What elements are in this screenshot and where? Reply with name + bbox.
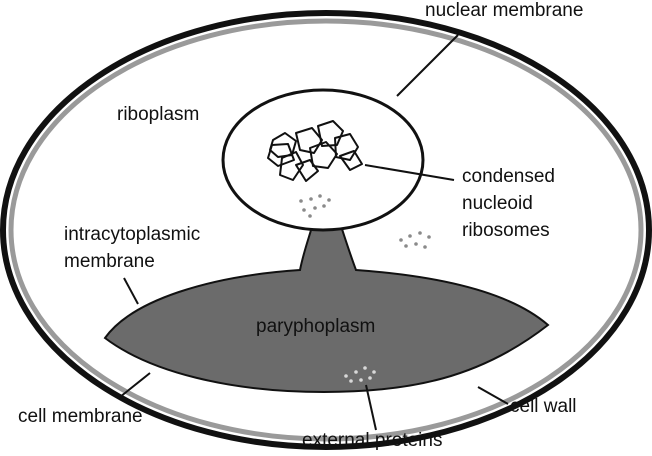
paryphoplasm-region <box>103 222 550 394</box>
leader-external-proteins <box>365 384 377 431</box>
external-protein-dots <box>344 366 376 383</box>
label-paryphoplasm: paryphoplasm <box>256 316 376 337</box>
label-cell-membrane: cell membrane <box>18 406 143 427</box>
ribosome-dots-riboplasm <box>399 231 431 249</box>
label-nuclear-membrane: nuclear membrane <box>425 0 584 21</box>
leader-nuclear-membrane <box>396 34 459 97</box>
label-external-proteins: external proteins <box>302 430 443 451</box>
label-intracytoplasmic-line1: intracytoplasmic <box>64 224 201 245</box>
leader-cell-wall <box>477 386 509 405</box>
label-intracytoplasmic-line2: membrane <box>64 251 155 272</box>
label-condensed: condensed <box>462 166 555 187</box>
label-riboplasm: riboplasm <box>117 104 200 125</box>
cell-membrane-ring <box>8 18 644 442</box>
condensed-nucleoid <box>267 120 363 182</box>
leader-intracytoplasmic-membrane <box>123 277 139 305</box>
leader-cell-membrane <box>119 372 151 398</box>
nuclear-membrane-circle <box>221 88 425 232</box>
leader-condensed-nucleoid <box>364 164 455 181</box>
label-cell-wall: cell wall <box>510 396 577 417</box>
label-nucleoid: nucleoid <box>462 193 533 214</box>
ribosome-dots-nucleus <box>299 194 331 218</box>
label-ribosomes: ribosomes <box>462 220 550 241</box>
